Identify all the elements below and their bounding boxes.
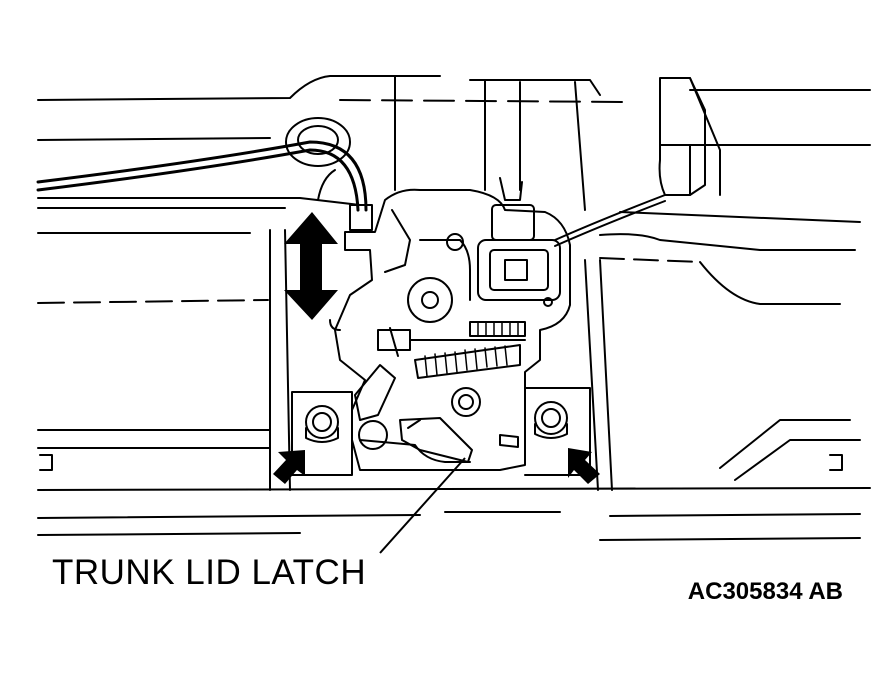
- latch-lever: [354, 364, 473, 463]
- bolt-arrow-right: [568, 448, 600, 484]
- latch-connector: [477, 177, 561, 307]
- latch-springs: [377, 321, 526, 379]
- figure-code: AC305834 AB: [687, 578, 843, 605]
- mounting-plate: [291, 387, 591, 476]
- callout-label: TRUNK LID LATCH: [52, 553, 367, 592]
- callout-leader-line: [379, 457, 466, 554]
- bolt-arrow-left: [273, 450, 305, 484]
- hinge-bracket: [658, 77, 721, 196]
- movement-arrow: [284, 212, 338, 320]
- body-panel-lines: [37, 75, 871, 541]
- wire-harness: [36, 117, 666, 247]
